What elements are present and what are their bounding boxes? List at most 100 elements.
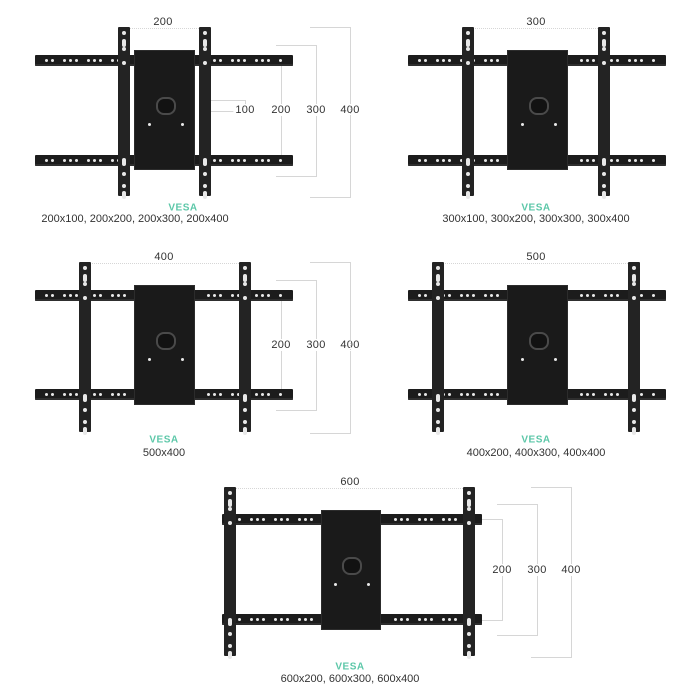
vertical-arm	[79, 262, 91, 435]
rail-hole	[286, 618, 289, 621]
vertical-arm	[118, 27, 130, 199]
arm-hole	[602, 172, 606, 176]
rail-hole	[424, 618, 427, 621]
arm-slot	[228, 499, 232, 507]
rail-hole	[255, 393, 258, 396]
arm-hole	[122, 172, 126, 176]
rail-hole	[111, 159, 114, 162]
vesa-label: VESA	[521, 434, 551, 446]
arm-slot	[466, 191, 470, 199]
arm-slot	[436, 427, 440, 435]
arm-hole	[243, 420, 247, 424]
arm-hole	[467, 521, 471, 525]
rail-hole	[267, 59, 270, 62]
arm-slot	[122, 39, 126, 47]
rail-hole	[231, 393, 234, 396]
rail-hole	[93, 159, 96, 162]
height-label: 100	[233, 104, 257, 116]
arm-hole	[83, 408, 87, 412]
vesa-label: VESA	[335, 661, 365, 673]
height-label: 200	[490, 564, 514, 576]
pivot-knob-icon	[155, 332, 176, 350]
rail-hole	[586, 159, 589, 162]
rail-hole	[448, 518, 451, 521]
width-dimension-line	[124, 28, 205, 29]
rail-hole	[261, 59, 264, 62]
rail-hole	[280, 518, 283, 521]
arm-hole	[203, 61, 207, 65]
rail-hole	[262, 618, 265, 621]
wall-plate	[134, 50, 195, 170]
rail-hole	[279, 294, 282, 297]
arm-slot	[467, 618, 471, 626]
rail-hole	[484, 59, 487, 62]
rail-hole	[267, 393, 270, 396]
rail-hole	[93, 294, 96, 297]
arm-hole	[602, 61, 606, 65]
rail-hole	[63, 59, 66, 62]
rail-hole	[250, 618, 253, 621]
rail-hole	[286, 518, 289, 521]
rail-hole	[448, 59, 451, 62]
arm-hole	[83, 266, 87, 270]
rail-hole	[280, 618, 283, 621]
rail-hole	[304, 518, 307, 521]
vesa-sizes: 200x100, 200x200, 200x300, 200x400	[41, 213, 229, 225]
vertical-arm	[598, 27, 610, 199]
arm-slot	[602, 39, 606, 47]
rail-hole	[490, 59, 493, 62]
width-label: 400	[152, 251, 176, 263]
rail-hole	[472, 294, 475, 297]
rail-hole	[99, 159, 102, 162]
rail-hole	[466, 294, 469, 297]
arm-slot	[83, 394, 87, 402]
rail-hole	[298, 518, 301, 521]
vesa-sizes: 600x200, 600x300, 600x400	[280, 673, 420, 685]
plate-screw	[180, 358, 184, 361]
rail-hole	[454, 518, 457, 521]
rail-hole	[442, 59, 445, 62]
rail-hole	[255, 159, 258, 162]
width-dimension-line	[438, 263, 634, 264]
rail-hole	[45, 59, 48, 62]
pivot-knob-icon	[528, 97, 549, 115]
arm-hole	[122, 47, 126, 51]
arm-slot	[243, 394, 247, 402]
rail-hole	[592, 59, 595, 62]
plate-screw	[553, 123, 557, 126]
width-dimension-line	[230, 488, 469, 489]
shared-height-line	[350, 265, 351, 410]
arm-hole	[632, 266, 636, 270]
arm-hole	[436, 282, 440, 286]
plate-screw	[520, 123, 524, 126]
rail-hole	[496, 393, 499, 396]
arm-hole	[602, 31, 606, 35]
arm-hole	[243, 266, 247, 270]
vesa-sizes: 300x100, 300x200, 300x300, 300x400	[442, 213, 630, 225]
rail-hole	[442, 159, 445, 162]
width-label: 500	[524, 251, 548, 263]
rail-hole	[460, 393, 463, 396]
rail-hole	[580, 393, 583, 396]
rail-hole	[261, 294, 264, 297]
rail-hole	[310, 618, 313, 621]
rail-hole	[237, 59, 240, 62]
rail-hole	[652, 294, 655, 297]
rail-hole	[117, 294, 120, 297]
plate-screw	[553, 358, 557, 361]
rail-hole	[394, 618, 397, 621]
rail-hole	[424, 59, 427, 62]
rail-hole	[237, 393, 240, 396]
arm-slot	[466, 158, 470, 166]
arm-hole	[467, 644, 471, 648]
rail-hole	[442, 518, 445, 521]
rail-hole	[634, 59, 637, 62]
rail-hole	[207, 393, 210, 396]
rail-hole	[207, 294, 210, 297]
rail-hole	[436, 159, 439, 162]
rail-hole	[219, 159, 222, 162]
rail-hole	[472, 393, 475, 396]
rail-hole	[436, 59, 439, 62]
rail-hole	[604, 294, 607, 297]
